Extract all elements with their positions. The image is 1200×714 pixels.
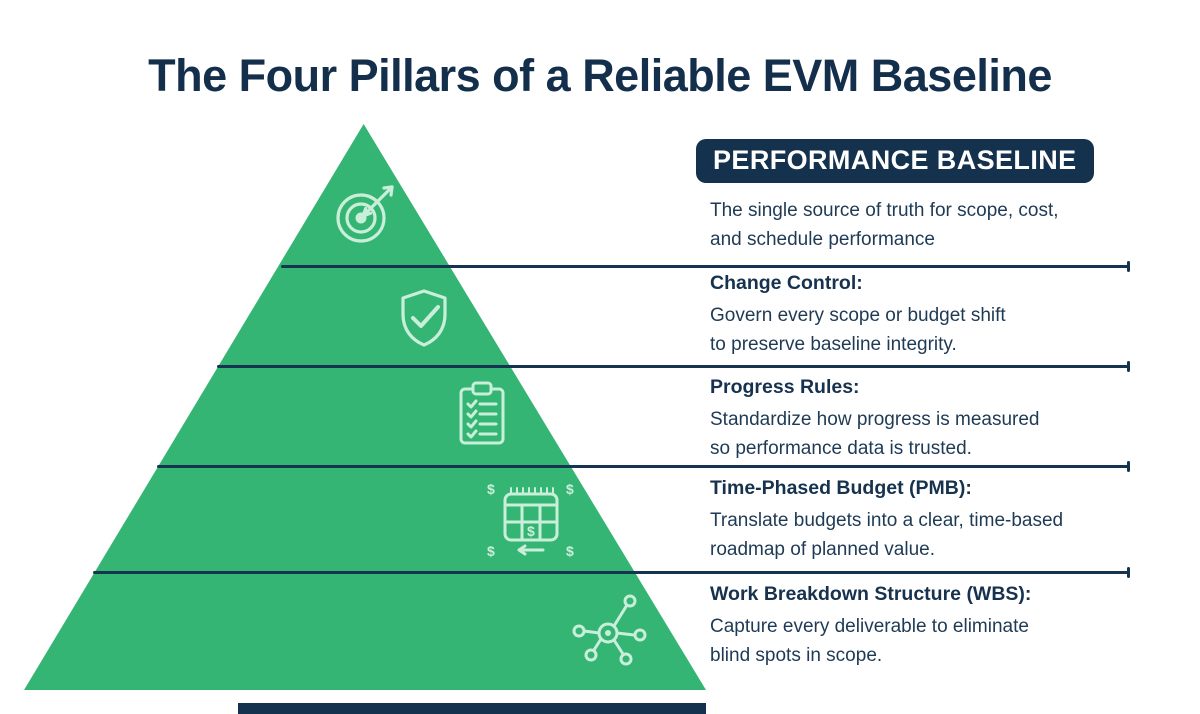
dollar-glyph: $ xyxy=(487,481,495,497)
progress-rules-heading: Progress Rules: xyxy=(710,376,860,398)
divider-line xyxy=(93,567,1130,578)
clipboard-checklist-icon xyxy=(451,381,513,449)
performance-baseline-description: The single source of truth for scope, co… xyxy=(710,200,1059,250)
page-title: The Four Pillars of a Reliable EVM Basel… xyxy=(148,50,1052,102)
dollar-glyph: $ xyxy=(527,523,535,539)
time-phased-budget-description: Translate budgets into a clear, time-bas… xyxy=(710,510,1064,560)
divider-line xyxy=(157,461,1130,472)
dollar-glyph: $ xyxy=(566,481,574,497)
performance-baseline-badge: PERFORMANCE BASELINE xyxy=(696,139,1094,183)
target-icon xyxy=(332,183,396,247)
wbs-network-icon xyxy=(570,591,650,671)
dollar-glyph: $ xyxy=(487,543,495,559)
shield-check-icon xyxy=(392,286,456,350)
time-phased-budget-heading: Time-Phased Budget (PMB): xyxy=(710,477,972,499)
dollar-glyph: $ xyxy=(566,543,574,559)
wbs-description: Capture every deliverable to eliminate b… xyxy=(710,616,1029,666)
progress-rules-description: Standardize how progress is measured so … xyxy=(710,409,1040,459)
divider-line xyxy=(281,261,1130,272)
change-control-heading: Change Control: xyxy=(710,272,863,294)
divider-line xyxy=(217,361,1130,372)
wbs-heading: Work Breakdown Structure (WBS): xyxy=(710,583,1032,605)
change-control-description: Govern every scope or budget shift to pr… xyxy=(710,305,1006,355)
budget-calendar-icon: $ $ $ $ $ xyxy=(483,478,579,562)
bottom-base-bar xyxy=(238,703,706,714)
